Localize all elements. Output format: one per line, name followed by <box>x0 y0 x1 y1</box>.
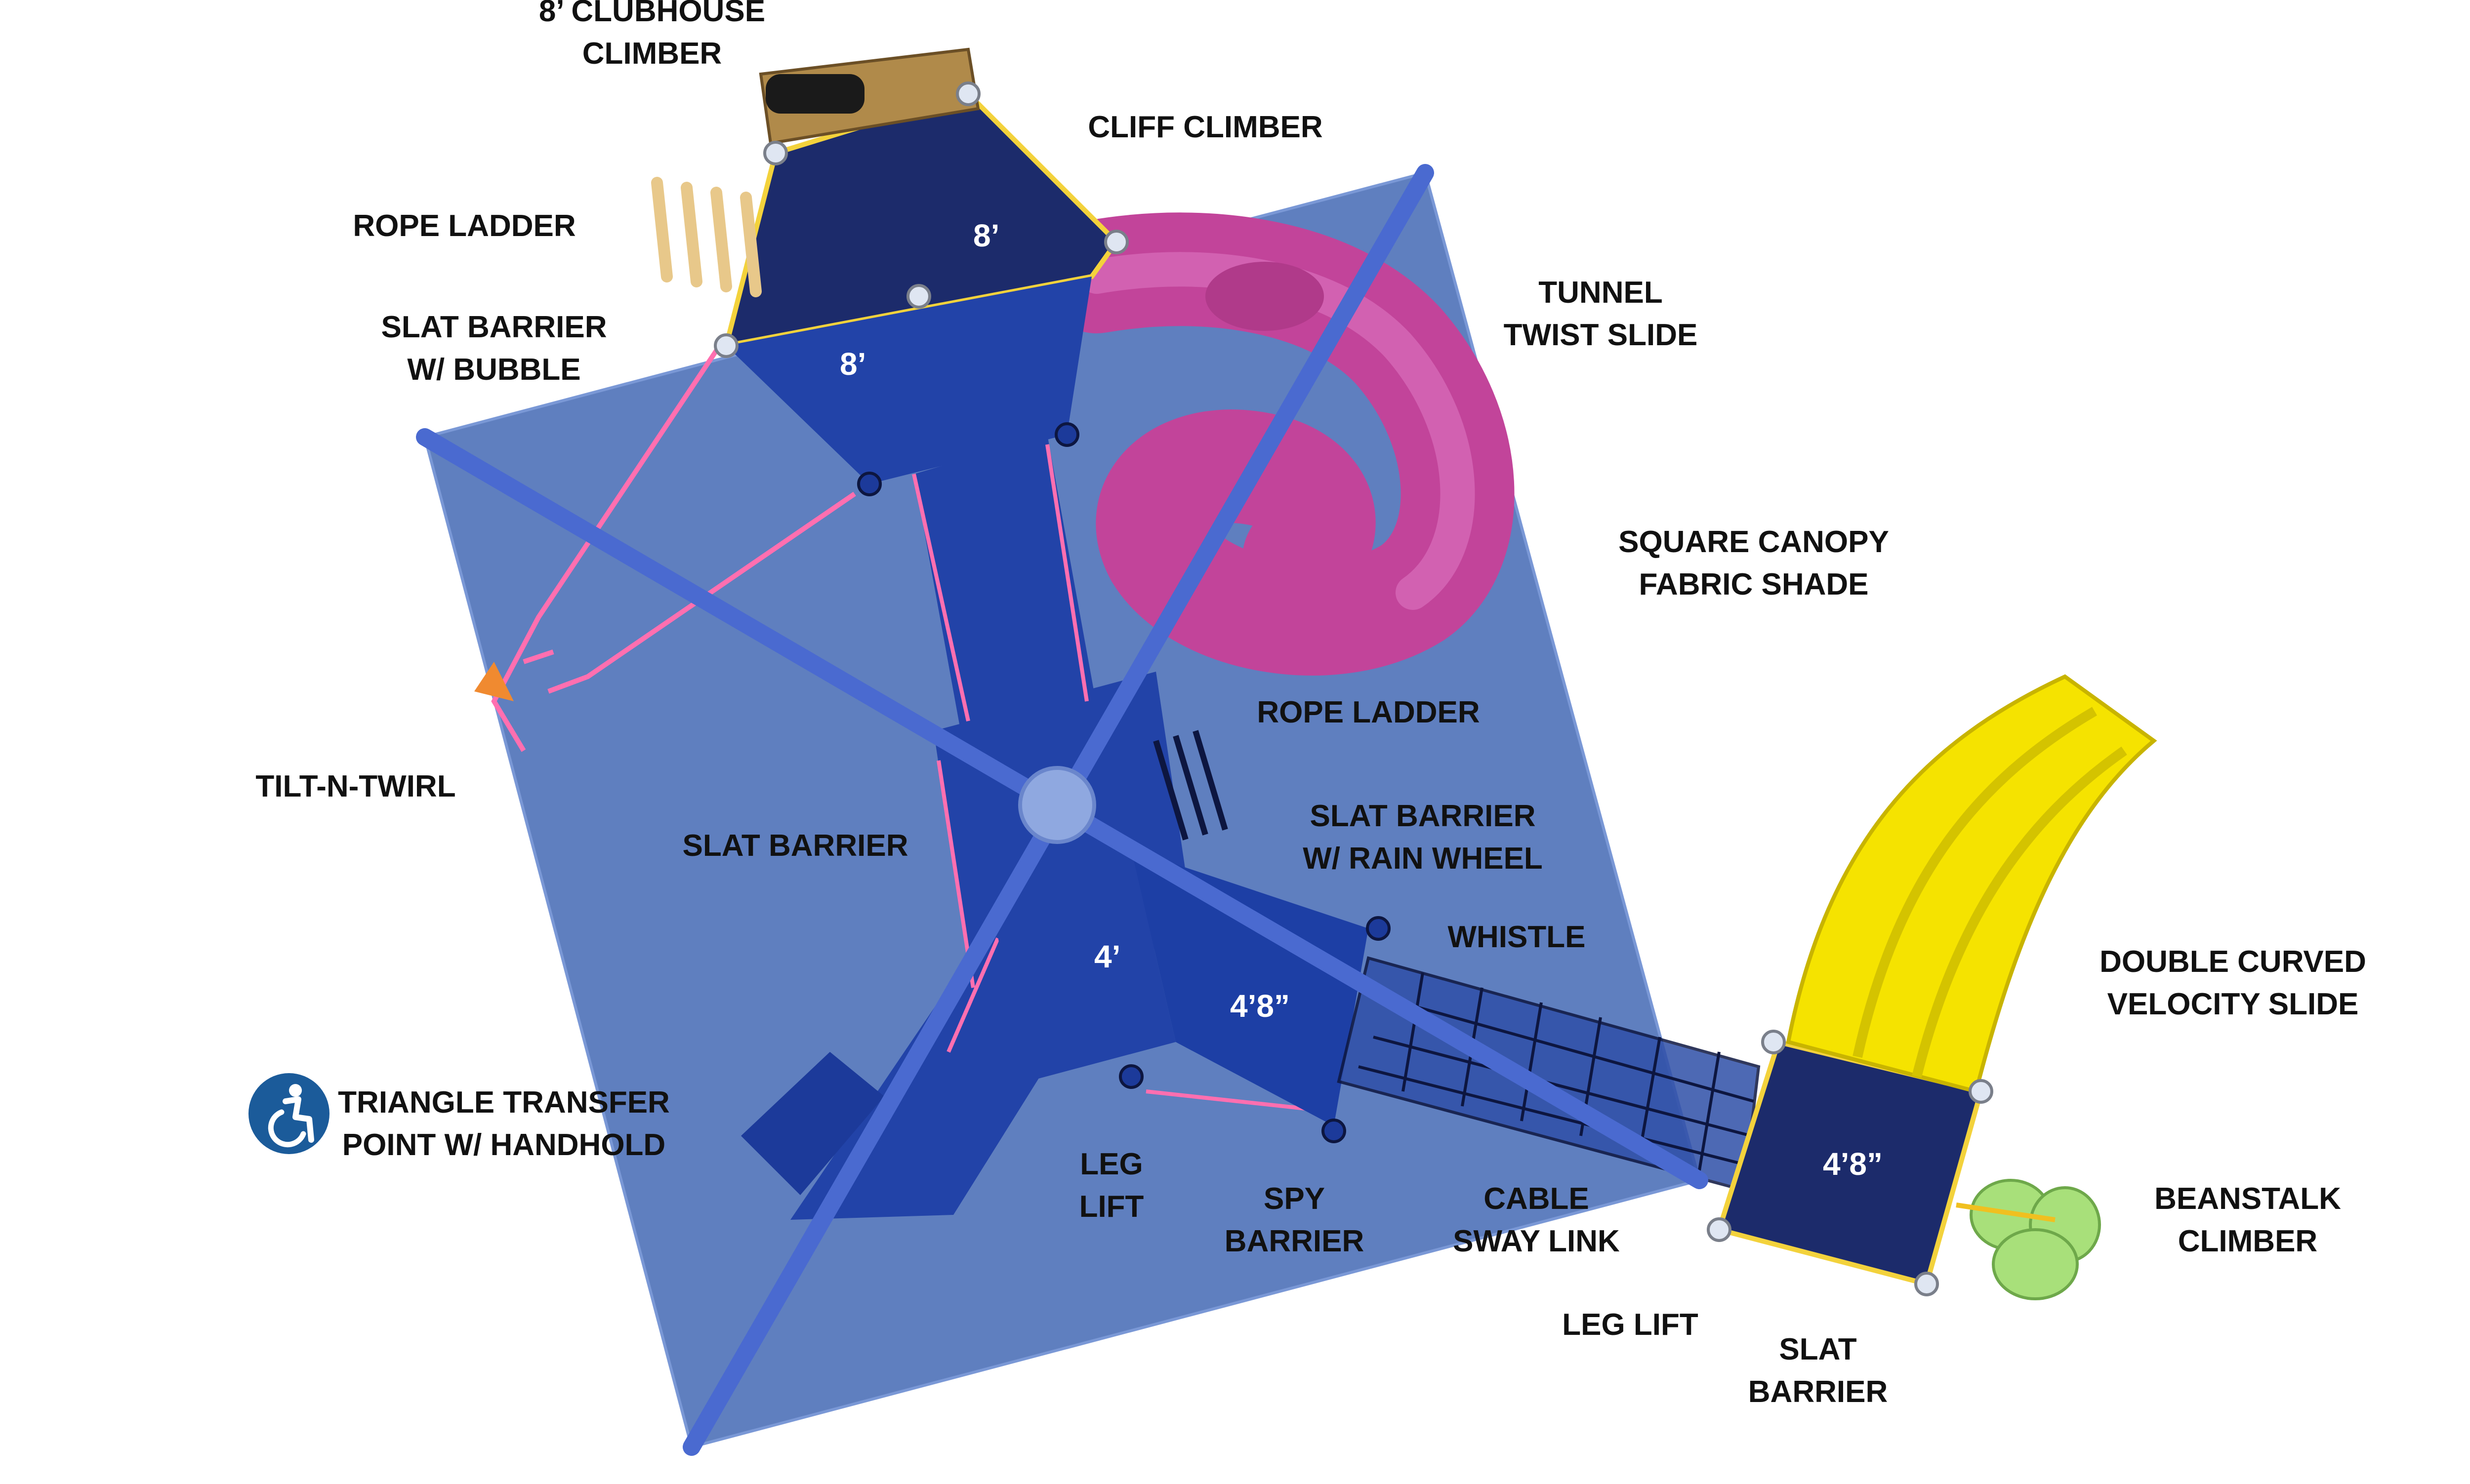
deck-height-clubhouse-top: 8’ <box>973 218 1000 253</box>
deck-height-center-right: 4’8” <box>1230 988 1290 1024</box>
label-leg-lift-left: LEG LIFT <box>1037 1143 1186 1228</box>
label-leg-lift-right: LEG LIFT <box>1541 1304 1719 1346</box>
label-slat-barrier-rain-line-2: W/ RAIN WHEEL <box>1303 842 1543 876</box>
rope-ladder-top <box>651 177 762 297</box>
label-leg-lift-left-line-1: LEG <box>1080 1147 1143 1181</box>
deck-4ft8in <box>1131 849 1368 1126</box>
label-spy-barrier: SPY BARRIER <box>1195 1178 1393 1263</box>
label-slat-barrier-bottom-line-1: SLAT <box>1779 1332 1857 1366</box>
clubhouse-roof-dark <box>766 74 864 114</box>
label-triangle-transfer: TRIANGLE TRANSFER POINT W/ HANDHOLD <box>326 1082 682 1166</box>
label-slat-barrier-bottom-line-2: BARRIER <box>1748 1375 1888 1409</box>
label-slat-barrier-bubble-line-2: W/ BUBBLE <box>407 353 581 387</box>
clubhouse-roof <box>759 47 980 145</box>
label-cable-sway: CABLE SWAY LINK <box>1423 1178 1650 1263</box>
label-slat-barrier-rain: SLAT BARRIER W/ RAIN WHEEL <box>1265 795 1581 880</box>
center-walkway <box>914 435 1097 746</box>
deck-height-center-left: 4’ <box>1094 939 1121 974</box>
label-tunnel-twist-line-2: TWIST SLIDE <box>1503 318 1698 352</box>
label-slat-barrier-left-line-1: SLAT BARRIER <box>682 829 908 863</box>
label-slat-barrier-bubble: SLAT BARRIER W/ BUBBLE <box>356 306 632 391</box>
label-tilt-n-twirl-line-1: TILT-N-TWIRL <box>255 769 456 803</box>
label-leg-lift-left-line-2: LIFT <box>1079 1190 1144 1224</box>
label-spy-barrier-line-2: BARRIER <box>1224 1224 1364 1258</box>
label-square-canopy-line-2: FABRIC SHADE <box>1639 567 1869 602</box>
label-beanstalk-line-2: CLIMBER <box>2178 1224 2318 1258</box>
label-square-canopy-line-1: SQUARE CANOPY <box>1618 525 1889 559</box>
label-slat-barrier-left: SLAT BARRIER <box>662 825 929 867</box>
label-cable-sway-line-1: CABLE <box>1483 1182 1589 1216</box>
rope-ladder-mid <box>1153 730 1228 841</box>
label-cliff-climber: CLIFF CLIMBER <box>1042 106 1368 149</box>
label-tunnel-twist-line-1: TUNNEL <box>1538 276 1663 310</box>
label-rope-ladder-top-line-1: ROPE LADDER <box>353 209 576 243</box>
label-triangle-transfer-line-2: POINT W/ HANDHOLD <box>342 1128 666 1162</box>
label-clubhouse-line-2: CLIMBER <box>582 37 722 71</box>
label-clubhouse-line-1: 8’ CLUBHOUSE <box>538 0 766 28</box>
tilt-n-twirl-seat <box>474 662 514 701</box>
post-caps <box>714 81 1993 1296</box>
deck-height-clubhouse-lower: 8’ <box>840 346 866 382</box>
deck-height-right-tower: 4’8” <box>1823 1146 1883 1182</box>
deck-4ft <box>988 849 1176 1082</box>
label-beanstalk: BEANSTALK CLIMBER <box>2124 1178 2371 1263</box>
wheelchair-accessible-icon <box>248 1073 329 1154</box>
label-triangle-transfer-line-1: TRIANGLE TRANSFER <box>338 1085 670 1120</box>
label-double-curved-line-2: VELOCITY SLIDE <box>2107 987 2359 1021</box>
label-cliff-climber-line-1: CLIFF CLIMBER <box>1088 110 1323 144</box>
label-cable-sway-line-2: SWAY LINK <box>1453 1224 1620 1258</box>
deck-post-caps <box>857 422 1391 1143</box>
beanstalk-climber <box>1956 1179 2101 1300</box>
label-clubhouse: 8’ CLUBHOUSE CLIMBER <box>514 0 790 75</box>
label-double-curved-line-1: DOUBLE CURVED <box>2100 945 2366 979</box>
label-whistle-line-1: WHISTLE <box>1447 920 1586 954</box>
label-tilt-n-twirl: TILT-N-TWIRL <box>237 765 474 808</box>
label-spy-barrier-line-1: SPY <box>1263 1182 1325 1216</box>
double-curved-velocity-slide <box>1786 674 2157 1094</box>
label-whistle: WHISTLE <box>1413 916 1620 959</box>
clubhouse-lower-deck <box>726 277 1092 484</box>
label-double-curved: DOUBLE CURVED VELOCITY SLIDE <box>2065 941 2401 1026</box>
tilt-n-twirl <box>491 349 856 752</box>
label-leg-lift-right-line-1: LEG LIFT <box>1562 1308 1698 1342</box>
label-rope-ladder-mid: ROPE LADDER <box>1220 691 1517 734</box>
label-rope-ladder-top: ROPE LADDER <box>316 205 613 247</box>
label-square-canopy: SQUARE CANOPY FABRIC SHADE <box>1581 521 1927 606</box>
label-slat-barrier-rain-line-1: SLAT BARRIER <box>1310 799 1536 833</box>
label-rope-ladder-mid-line-1: ROPE LADDER <box>1257 695 1480 729</box>
canopy-center-hub <box>1018 766 1096 844</box>
label-tunnel-twist: TUNNEL TWIST SLIDE <box>1462 272 1739 357</box>
label-slat-barrier-bottom: SLAT BARRIER <box>1719 1328 1917 1413</box>
label-slat-barrier-bubble-line-1: SLAT BARRIER <box>381 310 607 344</box>
triangle-transfer-point <box>741 1052 884 1195</box>
label-beanstalk-line-1: BEANSTALK <box>2154 1182 2341 1216</box>
